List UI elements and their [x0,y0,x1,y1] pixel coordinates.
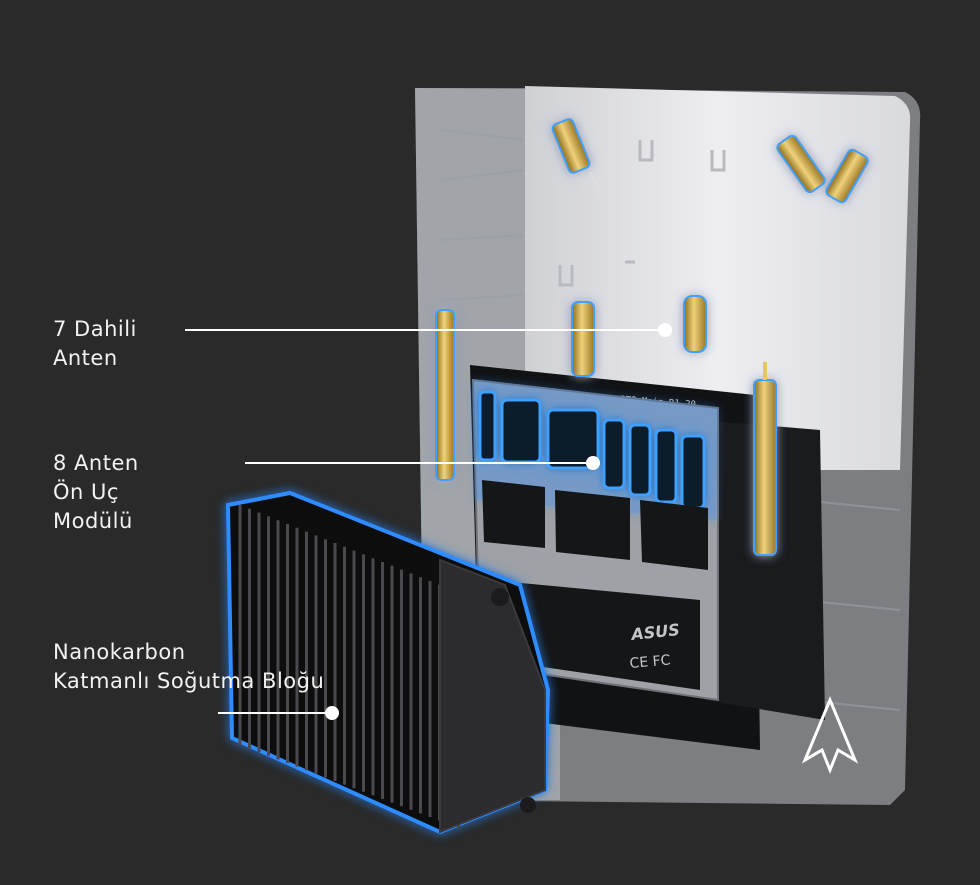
cooling-heatsink [225,490,551,835]
brand-triangle-logo [801,696,859,775]
label-cooling-block: Nanokarbon Katmanlı Soğutma Bloğu [53,640,325,693]
cert-marks: CE FC [629,652,671,672]
callout-lines [185,323,672,720]
callout-dot-antenna [658,323,672,337]
label-internal-antenna: 7 Dahili Anten [53,317,137,370]
callout-dot-cooling [325,706,339,720]
callout-dot-module [586,456,600,470]
antenna-connectors [435,118,869,556]
label-front-end-module: 8 Anten Ön Uç Modülü [53,451,139,533]
panel-clips [558,140,726,287]
front-end-module: ASUS CE FC [471,378,719,702]
